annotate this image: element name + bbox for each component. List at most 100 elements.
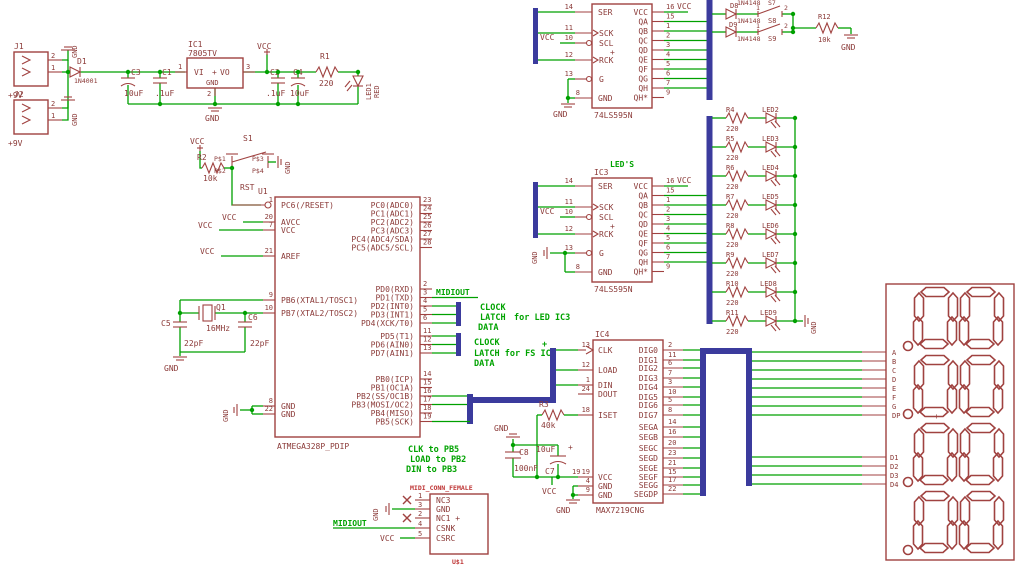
ref-label: IC3 [594,168,609,177]
pin-name: DIG3 [639,374,658,383]
pin-number: 2 [51,100,55,108]
pin-name: PD0(RXD) [375,285,414,294]
pin-number: 5 [418,530,422,538]
pin-name: DIG2 [639,364,658,373]
seven-segment-display [885,283,1015,561]
pin-name: PD4(XCK/T0) [361,319,414,328]
gnd-label: GND [810,321,818,334]
pin-number: 12 [582,361,590,369]
pin-name: DP [892,412,900,420]
value-label: .1uF [155,89,174,98]
part-label: 74LS595N [594,111,633,120]
pin-name: PB4(MISO) [371,409,414,418]
pin-name: D [892,376,896,384]
ref-label: R2 [197,153,207,162]
pin-name: SCK [599,29,614,38]
annotation: for LED IC3 [514,313,570,323]
pin-name: GND [206,79,219,87]
pin-number: 19 [582,468,590,476]
annotations: MIDIOUT CLOCK LATCH for LED IC3 DATA CLO… [406,288,570,475]
pin-name: A [892,349,897,357]
gnd-label: GND [531,251,539,264]
switch-s9 [757,23,783,35]
resistor-r1 [315,66,339,78]
annotation: DIN to PB3 [406,465,457,475]
value-label: 220 [726,328,739,336]
ref-label: R12 [818,13,831,21]
pin-name: SEGDP [634,490,658,499]
pin-stubs [575,185,592,273]
power-supply-section: J1 2 1 +9V J2 2 1 +9V GND GND D1 1N4001 … [8,40,381,148]
pin-number: 1 [269,196,273,204]
pin-number: 16 [423,387,431,395]
ref-label: R11 [726,309,739,317]
pin-number: 7 [269,221,273,229]
led-arrows [344,80,353,92]
pin-number: 3 [418,501,422,509]
pin-name: QD [638,220,648,229]
plus-mark: + [610,222,615,231]
midi-section: MIDI_CONN_FEMALE U$1 1 3 2 4 5 NC3 GND N… [333,484,489,566]
ref-label: D8 [730,2,738,10]
ref-label: C3 [131,68,141,77]
pin-number: 8 [576,263,580,271]
pin-name: PC1(ADC1) [371,210,414,219]
pin-number: 16 [666,177,674,185]
net-label: MIDIOUT [436,288,470,297]
pin-name: SEGB [639,433,658,442]
pin-number: 9 [666,89,670,97]
pin-name: E [892,385,896,393]
pin-name: PD3(INT1) [371,311,414,320]
pin-name: B [892,358,896,366]
pin-name: DIG5 [639,393,658,402]
switch-s8 [757,5,783,17]
pin-number: 5 [423,306,427,314]
value-label: 16MHz [206,324,230,333]
gnd-label: GND [205,114,220,123]
pin-number: 9 [666,263,670,271]
pin-number: 1 [178,63,182,71]
gnd-symbol [208,107,222,112]
pin-number: 3 [246,63,250,71]
pin-name: VCC [598,473,613,482]
ref-label: LED1 [365,83,373,100]
annotation: + [542,340,547,350]
pin-name: D3 [890,472,898,480]
gnd-label: GND [556,506,571,515]
pin-number: 8 [668,406,672,414]
vcc-label: VCC [257,42,272,51]
pin-name: QH* [634,268,649,277]
pin-name: QF [638,239,648,248]
ref-label: R5 [726,135,734,143]
gnd-label: GND [164,364,179,373]
gnd-symbol [173,356,187,361]
value-label: 7805TV [188,49,217,58]
part-label: ATMEGA328P_PDIP [277,442,349,451]
gnd-label: GND [222,409,230,422]
pin-name: QF [638,65,648,74]
pin-number: 26 [423,222,431,230]
value-label: 22pF [184,339,203,348]
pin-name: QG [638,249,648,258]
value-label: 220 [726,154,739,162]
pin-number: 11 [668,351,676,359]
pin-number: 4 [586,477,590,485]
gnd-label: GND [71,45,79,58]
pin-number: 12 [423,336,431,344]
pin-stubs [663,349,683,495]
led-rows: R4 220 LED2 R5 220 LED3 R6 220 LED4 R7 2… [712,106,795,336]
pin-label: P$3 [252,155,264,163]
pin-name: GND [281,402,296,411]
pin-name: G [599,249,604,258]
pin-number: 2 [51,52,55,60]
pin-number: 20 [265,213,273,221]
vcc-label: VCC [677,176,692,185]
pin-name: ISET [598,411,617,420]
ref-label: R8 [726,222,734,230]
ref-label: LED2 [762,106,779,114]
pin-name: RCK [599,230,614,239]
pin-name: SEGF [639,473,658,482]
pin-number: 20 [668,439,676,447]
pin-stubs [232,204,275,415]
pin-number: 3 [666,215,670,223]
